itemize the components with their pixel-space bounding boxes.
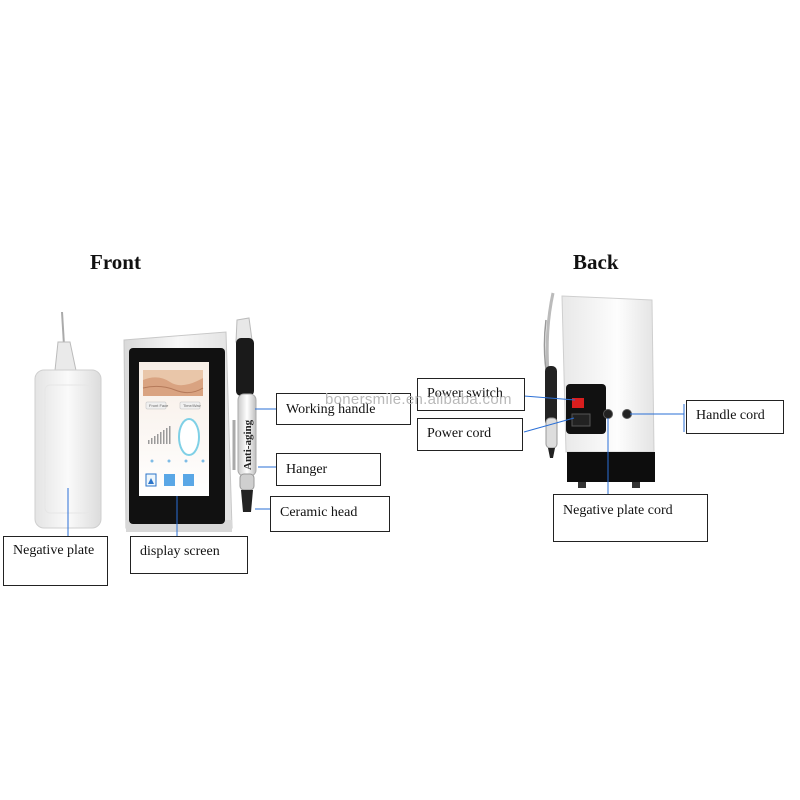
- power-switch-label: Power switch: [417, 378, 525, 411]
- label-connector-lines: [67, 395, 685, 537]
- back-heading: Back: [573, 250, 619, 274]
- handle-cord-label: Handle cord: [686, 400, 784, 434]
- front-device-illustration: Front Face Time/Wav: [123, 331, 233, 532]
- display-screen-label: display screen: [130, 536, 248, 574]
- front-heading: Front: [90, 250, 141, 274]
- screen-button-front-face: Front Face: [149, 403, 169, 408]
- back-device-illustration: [543, 292, 655, 488]
- negative-plate-cord-label: Negative plate cord: [553, 494, 708, 542]
- screen-button-time-wav: Time/Wav: [183, 403, 201, 408]
- negative-plate-label: Negative plate: [3, 536, 108, 586]
- handpiece-illustration: Anti-aging: [232, 317, 257, 512]
- power-cord-label: Power cord: [417, 418, 523, 451]
- watermark: bonersmile.en.alibaba.com: [325, 391, 512, 408]
- ceramic-head-label: Ceramic head: [270, 496, 390, 532]
- handle-brand-text: Anti-aging: [242, 419, 254, 470]
- hanger-label: Hanger: [276, 453, 381, 486]
- working-handle-label: Working handle: [276, 393, 411, 425]
